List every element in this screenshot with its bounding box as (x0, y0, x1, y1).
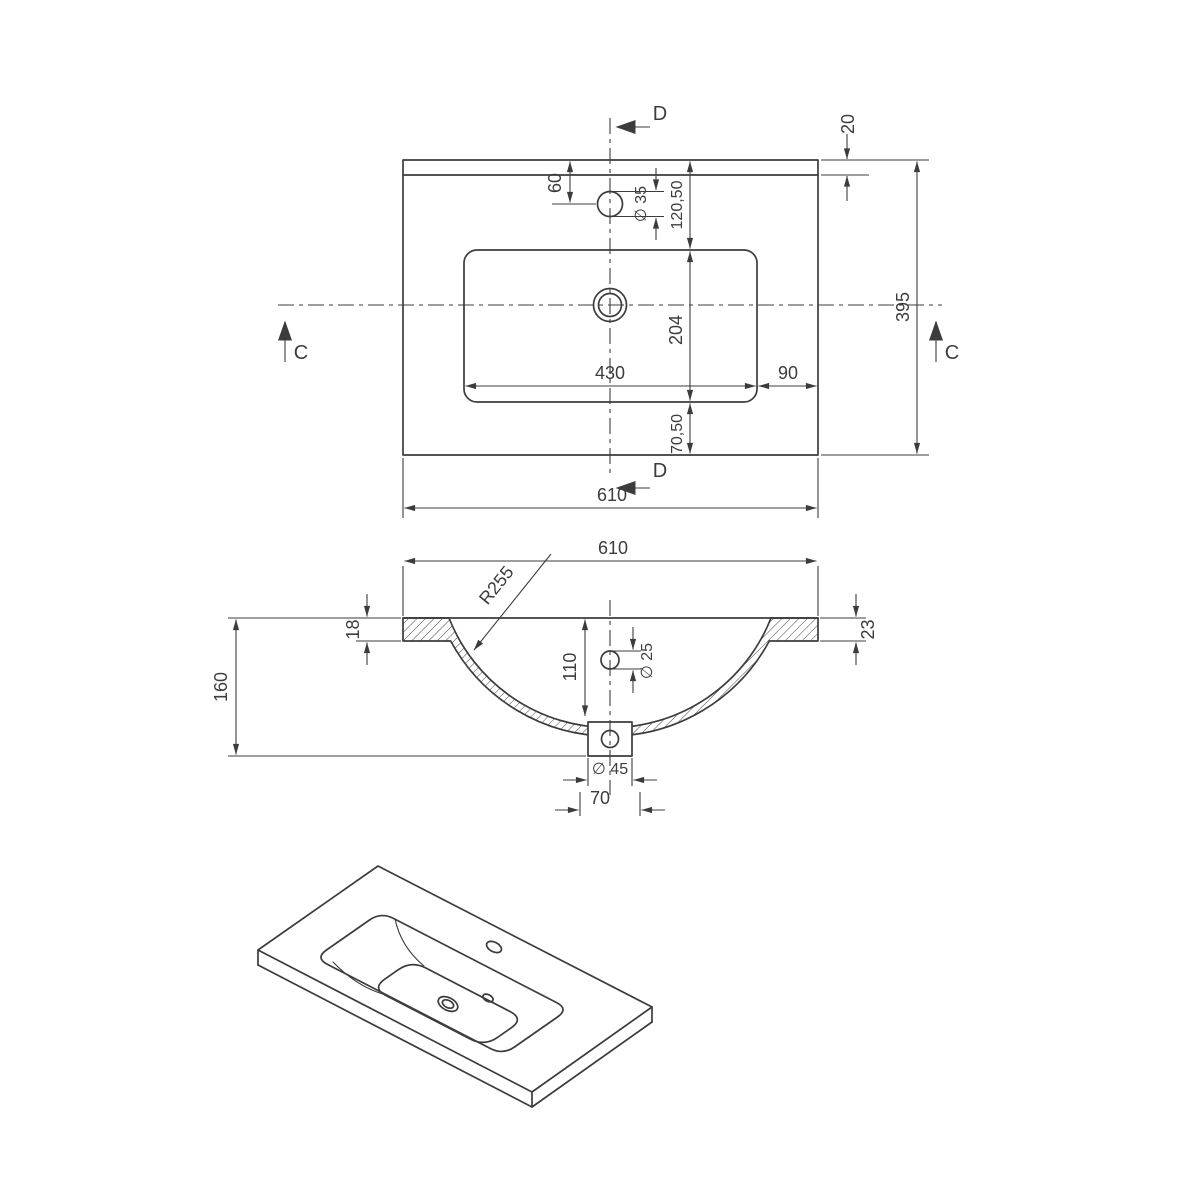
dim-overflow-dia-25: ∅ 25 (611, 627, 656, 693)
section-label-c-left: C (294, 342, 308, 364)
faucet-hole-iso (485, 940, 503, 954)
dim-faucet-dia-35: ∅ 35 (613, 168, 664, 240)
dim-text-overall-width-section: 610 (598, 538, 628, 558)
dim-text-bowl-radius: R255 (475, 562, 518, 608)
dim-faucet-offset-60: 60 (545, 161, 596, 205)
dim-text-left-thickness: 18 (343, 619, 363, 639)
dim-overall-width-plan-610: 610 (402, 458, 819, 518)
dim-text-overflow-dia: ∅ 25 (639, 643, 656, 679)
drain-hole (592, 287, 628, 323)
faucet-hole (596, 190, 624, 218)
section-mark-d-top: D (615, 103, 667, 134)
waste-hole-iso (437, 995, 459, 1013)
basin-outline (463, 249, 758, 403)
dim-bowl-radius-r255: R255 (473, 553, 552, 651)
plan-view: D D C C 20 60 (278, 103, 959, 518)
dim-text-overall-depth: 395 (893, 292, 913, 322)
dim-text-bowl-depth: 110 (560, 653, 580, 682)
dim-text-basin-width: 430 (595, 363, 625, 383)
countertop-bottom-edge (257, 964, 653, 1108)
section-label-d-bottom: D (653, 460, 667, 482)
dim-text-back-to-basin: 120,50 (669, 180, 686, 229)
countertop-top-face (257, 865, 653, 1093)
dim-text-overall-width-plan: 610 (597, 485, 627, 505)
overflow-hole-iso (482, 993, 494, 1003)
dim-text-basin-to-front: 70,50 (669, 414, 686, 454)
dim-text-back-edge: 20 (838, 114, 858, 134)
basin-bottom (377, 963, 519, 1044)
dim-text-side-margin: 90 (778, 363, 798, 383)
dim-basin-to-front-70-50: 70,50 (669, 403, 694, 454)
dim-bowl-depth-110: 110 (560, 619, 589, 717)
dim-text-waste-dia: ∅ 45 (592, 761, 628, 778)
dim-text-waste-width: 70 (590, 788, 610, 808)
isometric-view (257, 865, 653, 1108)
section-label-d-top: D (653, 103, 667, 125)
waste-hole-inner-iso (441, 998, 455, 1010)
dim-left-thickness-18: 18 (343, 594, 401, 665)
dim-side-margin-90: 90 (758, 363, 817, 390)
dim-text-faucet-offset: 60 (545, 173, 565, 193)
dim-basin-depth-204: 204 (666, 251, 694, 401)
section-view: 610 R255 18 23 16 (211, 538, 878, 816)
bowl-wall-curve (332, 961, 387, 996)
section-label-c-right: C (945, 342, 959, 364)
dim-overall-depth-395: 395 (821, 159, 929, 456)
section-mark-c-left: C (278, 320, 308, 364)
dim-overall-width-section-610: 610 (402, 538, 819, 616)
dim-text-basin-depth: 204 (666, 315, 686, 345)
section-mark-c-right: C (929, 320, 959, 364)
basin-opening (320, 914, 564, 1053)
section-mark-d-bottom: D (615, 460, 667, 495)
dim-text-total-height: 160 (211, 672, 231, 702)
dim-waste-dia-45: ∅ 45 (563, 758, 657, 786)
dim-back-edge-20: 20 (821, 114, 869, 201)
dim-basin-width-430: 430 (465, 363, 756, 390)
dim-total-height-160: 160 (211, 617, 586, 757)
dim-right-thickness-23: 23 (820, 594, 878, 665)
dim-text-right-thickness: 23 (858, 619, 878, 639)
dim-waste-width-70: 70 (555, 788, 665, 816)
dim-back-to-basin-120-50: 120,50 (669, 161, 694, 249)
bowl-wall-curve (394, 918, 425, 967)
countertop-outline (402, 159, 819, 456)
dim-text-faucet-dia: ∅ 35 (633, 186, 650, 222)
